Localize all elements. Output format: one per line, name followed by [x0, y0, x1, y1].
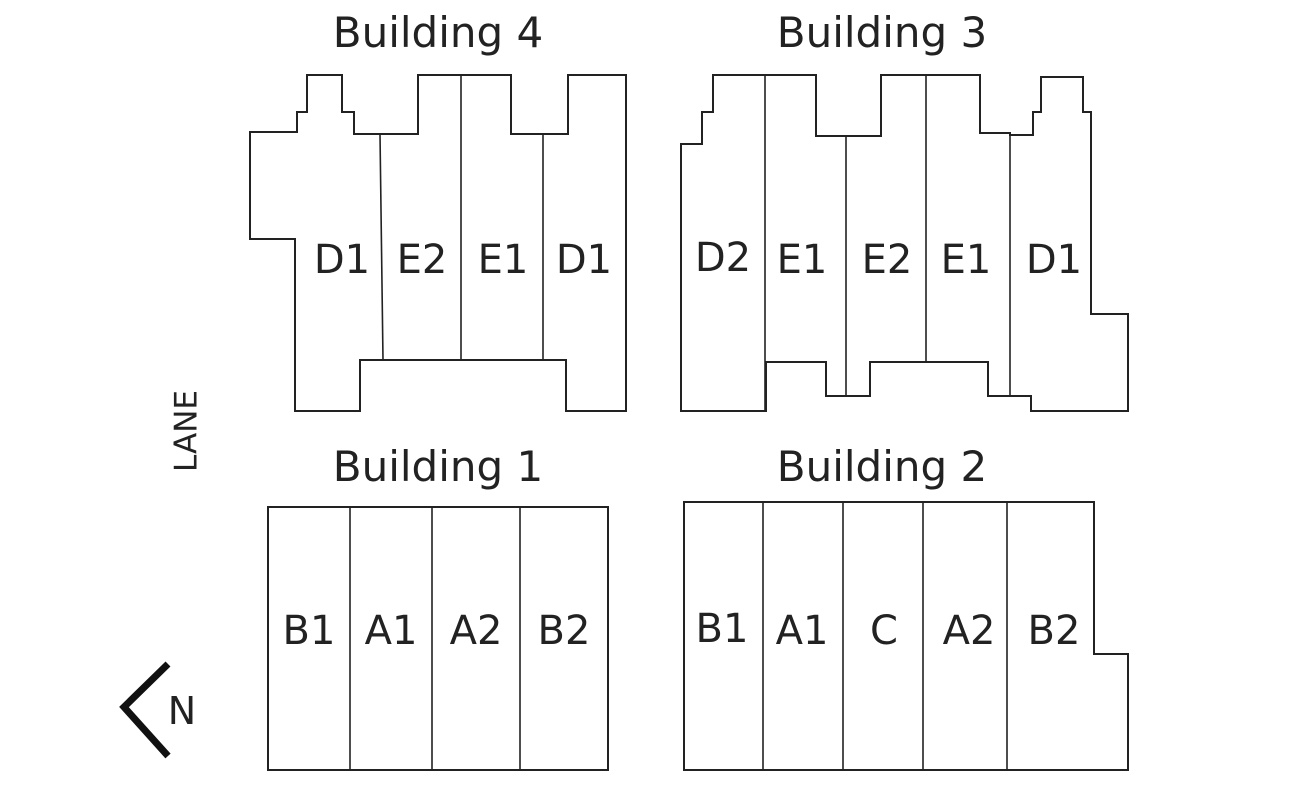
building-4-unit-d1-east: D1 — [556, 237, 612, 283]
building-1-unit-b1: B1 — [283, 608, 336, 654]
building-1-title: Building 1 — [333, 442, 543, 491]
building-4-outline — [249, 74, 627, 412]
building-3-outline — [680, 74, 1129, 412]
building-1-unit-a1: A1 — [365, 608, 418, 654]
building-2-title: Building 2 — [777, 442, 987, 491]
building-1: Building 1 B1 A1 A2 B2 — [267, 442, 609, 771]
building-2-unit-a1: A1 — [776, 608, 829, 654]
building-4-divider-1 — [379, 133, 384, 361]
building-3-unit-e1-east: E1 — [941, 237, 992, 283]
building-3-unit-d1: D1 — [1026, 237, 1082, 283]
building-3-unit-e2: E2 — [862, 237, 913, 283]
building-4-title: Building 4 — [333, 8, 543, 57]
building-2-unit-b2: B2 — [1028, 608, 1081, 654]
building-3-unit-d2: D2 — [695, 235, 751, 281]
north-label: N — [168, 689, 196, 733]
building-3-title: Building 3 — [777, 8, 987, 57]
north-arrow: N — [119, 661, 196, 759]
building-4-unit-e1: E1 — [478, 237, 529, 283]
building-3: Building 3 D2 E1 E2 E1 D1 — [680, 8, 1129, 412]
building-1-unit-b2: B2 — [538, 608, 591, 654]
building-2-outline — [683, 501, 1129, 771]
building-2-unit-b1: B1 — [696, 606, 749, 652]
building-3-unit-e1-west: E1 — [777, 237, 828, 283]
building-2-unit-a2: A2 — [943, 608, 996, 654]
building-1-unit-a2: A2 — [450, 608, 503, 654]
building-4: Building 4 D1 E2 E1 D1 — [249, 8, 627, 412]
building-2-unit-c: C — [870, 608, 898, 654]
building-4-unit-e2: E2 — [397, 237, 448, 283]
building-1-outline — [267, 506, 609, 771]
building-4-unit-d1-west: D1 — [314, 237, 370, 283]
lane-label: LANE — [169, 390, 205, 472]
building-2: Building 2 B1 A1 C A2 B2 — [683, 442, 1129, 771]
north-arrow-icon — [119, 661, 171, 759]
